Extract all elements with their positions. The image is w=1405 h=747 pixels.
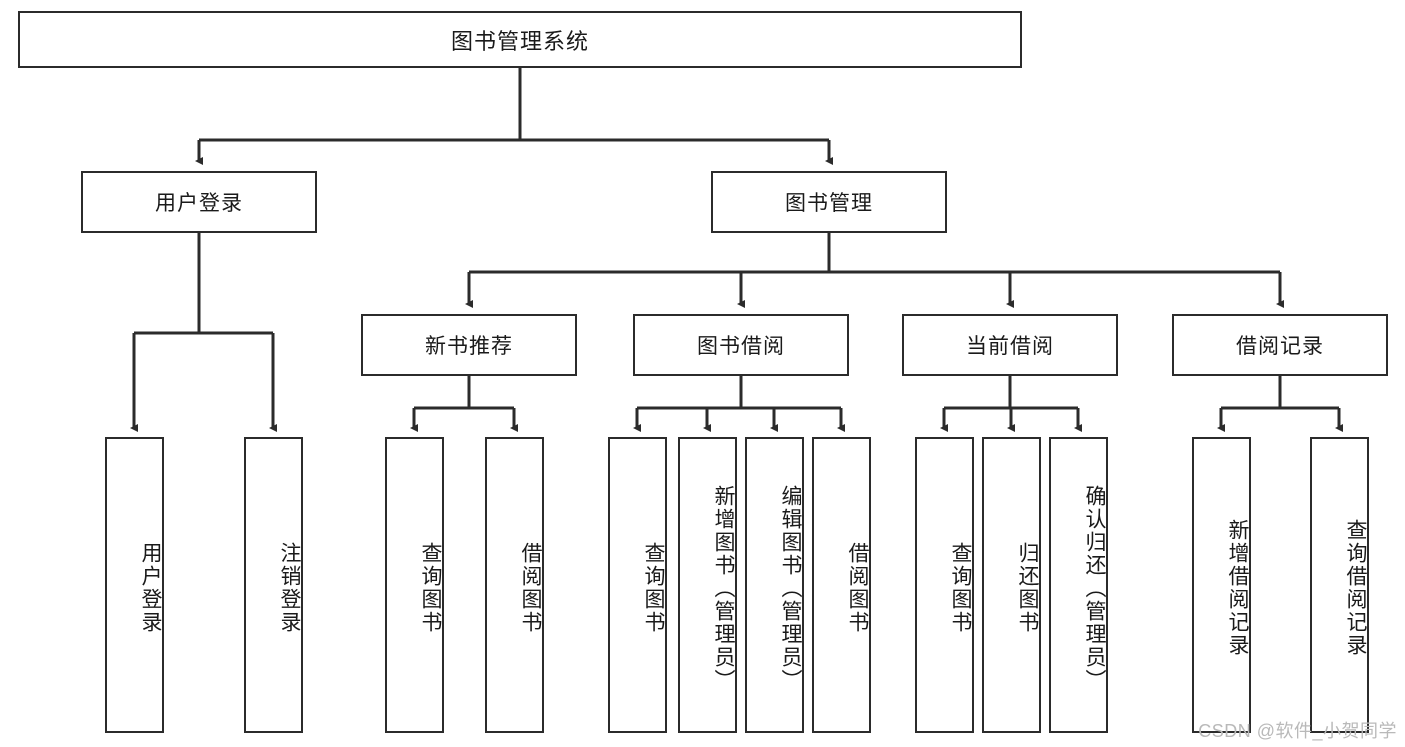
node-book-manage[interactable]: 图书管理 [711, 171, 947, 233]
node-leaf-add-borrow-record[interactable]: 新增借阅记录 [1192, 437, 1251, 733]
node-book-borrow-label: 图书借阅 [697, 335, 785, 358]
node-leaf-edit-book-admin[interactable]: 编辑图书（管理员） [745, 437, 804, 733]
node-leaf-confirm-return-admin-label: 确认归还（管理员） [1083, 484, 1106, 692]
node-leaf-query-borrow-record[interactable]: 查询借阅记录 [1310, 437, 1369, 733]
node-leaf-add-book-admin-label: 新增图书（管理员） [712, 484, 735, 692]
node-new-book-recommend[interactable]: 新书推荐 [361, 314, 577, 376]
node-leaf-confirm-return-admin[interactable]: 确认归还（管理员） [1049, 437, 1108, 733]
node-borrow-record-label: 借阅记录 [1236, 335, 1324, 358]
node-leaf-return-book-label: 归还图书 [1016, 542, 1039, 634]
node-user-login-label: 用户登录 [155, 192, 243, 215]
node-leaf-query-borrow-record-label: 查询借阅记录 [1344, 519, 1367, 657]
node-leaf-borrow-book-1-label: 借阅图书 [519, 542, 542, 634]
node-leaf-query-book-1[interactable]: 查询图书 [385, 437, 444, 733]
node-root-label: 图书管理系统 [450, 28, 589, 54]
node-leaf-borrow-book-2-label: 借阅图书 [846, 542, 869, 634]
node-leaf-query-book-3-label: 查询图书 [949, 542, 972, 634]
node-leaf-query-book-2-label: 查询图书 [642, 542, 665, 634]
watermark-text: CSDN @软件_小贺同学 [1198, 721, 1397, 741]
node-leaf-query-book-3[interactable]: 查询图书 [915, 437, 974, 733]
node-new-book-recommend-label: 新书推荐 [425, 335, 513, 358]
node-leaf-return-book[interactable]: 归还图书 [982, 437, 1041, 733]
node-root[interactable]: 图书管理系统 [18, 11, 1022, 68]
node-user-login[interactable]: 用户登录 [81, 171, 317, 233]
node-borrow-record[interactable]: 借阅记录 [1172, 314, 1388, 376]
node-leaf-user-login-label: 用户登录 [139, 542, 162, 634]
node-leaf-user-login[interactable]: 用户登录 [105, 437, 164, 733]
node-book-borrow[interactable]: 图书借阅 [633, 314, 849, 376]
node-leaf-add-borrow-record-label: 新增借阅记录 [1226, 519, 1249, 657]
node-leaf-logout-login[interactable]: 注销登录 [244, 437, 303, 733]
node-leaf-logout-login-label: 注销登录 [278, 542, 301, 634]
node-current-borrow[interactable]: 当前借阅 [902, 314, 1118, 376]
node-book-manage-label: 图书管理 [785, 192, 873, 215]
node-current-borrow-label: 当前借阅 [966, 335, 1054, 358]
node-leaf-edit-book-admin-label: 编辑图书（管理员） [779, 484, 802, 692]
node-leaf-borrow-book-1[interactable]: 借阅图书 [485, 437, 544, 733]
node-leaf-borrow-book-2[interactable]: 借阅图书 [812, 437, 871, 733]
node-leaf-query-book-1-label: 查询图书 [419, 542, 442, 634]
node-leaf-query-book-2[interactable]: 查询图书 [608, 437, 667, 733]
node-leaf-add-book-admin[interactable]: 新增图书（管理员） [678, 437, 737, 733]
